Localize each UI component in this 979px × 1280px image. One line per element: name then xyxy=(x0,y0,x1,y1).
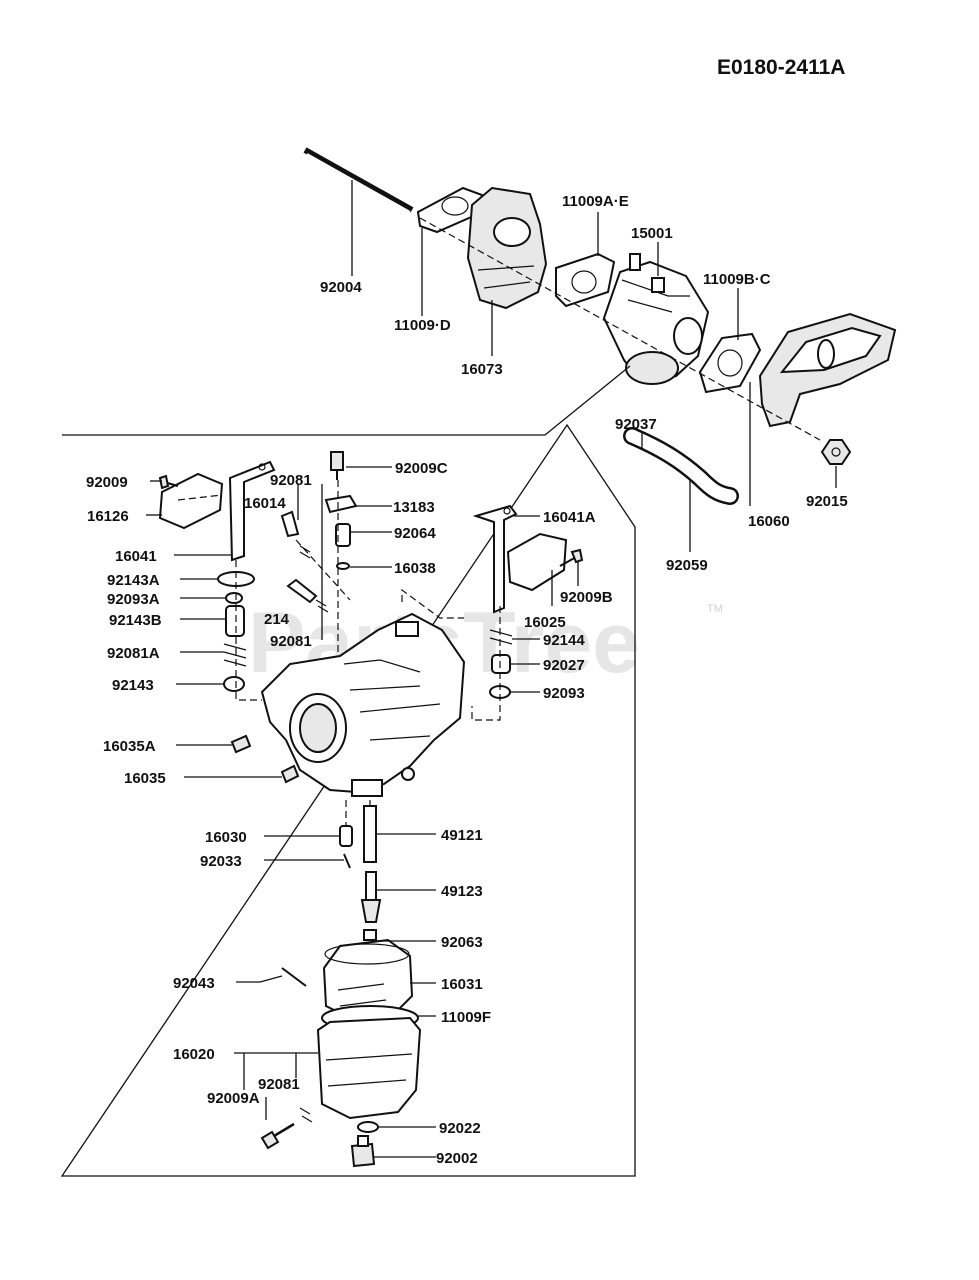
label-92063[interactable]: 92063 xyxy=(441,934,483,951)
breather-hose-92059[interactable] xyxy=(623,427,739,505)
screw-16014[interactable] xyxy=(280,510,300,538)
washer-92022[interactable] xyxy=(357,1121,379,1133)
label-92022[interactable]: 92022 xyxy=(439,1120,481,1137)
label-92002[interactable]: 92002 xyxy=(436,1150,478,1167)
collar-92064[interactable] xyxy=(335,523,351,547)
label-16035a[interactable]: 16035A xyxy=(103,738,156,755)
stud-92004[interactable] xyxy=(303,147,414,213)
label-214[interactable]: 214 xyxy=(264,611,290,628)
label-92143b[interactable]: 92143B xyxy=(109,612,162,629)
label-16038[interactable]: 16038 xyxy=(394,560,436,577)
label-92009a[interactable]: 92009A xyxy=(207,1090,260,1107)
collar-92027[interactable] xyxy=(491,654,511,674)
label-11009b-c[interactable]: 11009B·C xyxy=(703,271,771,288)
washer-16038[interactable] xyxy=(336,562,350,570)
screw-214[interactable] xyxy=(286,578,318,604)
label-16035[interactable]: 16035 xyxy=(124,770,166,787)
detail-frame xyxy=(60,365,636,1177)
gasket-11009b-c[interactable] xyxy=(698,332,762,394)
label-92009b[interactable]: 92009B xyxy=(560,589,613,606)
label-92081a[interactable]: 92081A xyxy=(107,645,160,662)
label-15001[interactable]: 15001 xyxy=(631,225,673,242)
label-16031[interactable]: 16031 xyxy=(441,976,483,993)
label-11009f[interactable]: 11009F xyxy=(441,1009,491,1026)
label-92027[interactable]: 92027 xyxy=(543,657,585,674)
label-13183[interactable]: 13183 xyxy=(393,499,435,516)
label-11009-d[interactable]: 11009·D xyxy=(394,317,451,334)
pin-92043[interactable] xyxy=(281,967,307,987)
label-92081-top[interactable]: 92081 xyxy=(270,472,312,489)
choke-shaft-16041[interactable] xyxy=(228,460,276,562)
needle-49123[interactable] xyxy=(360,871,382,923)
screw-16035a[interactable] xyxy=(230,734,252,754)
label-16041[interactable]: 16041 xyxy=(115,548,157,565)
air-cleaner-base-16060[interactable] xyxy=(758,312,897,428)
label-92059[interactable]: 92059 xyxy=(666,557,708,574)
lever-13183[interactable] xyxy=(324,494,358,514)
spring-92081-top[interactable] xyxy=(299,545,311,559)
screw-92009c[interactable] xyxy=(330,451,344,480)
label-16041a[interactable]: 16041A xyxy=(543,509,596,526)
float-bowl-16020[interactable] xyxy=(316,1016,422,1120)
label-16014[interactable]: 16014 xyxy=(244,495,286,512)
label-92081-bot[interactable]: 92081 xyxy=(258,1076,300,1093)
main-jet-16030[interactable] xyxy=(339,825,353,847)
carburetor-15001[interactable] xyxy=(602,253,710,385)
screw-92009a[interactable] xyxy=(260,1122,295,1150)
nozzle-49121[interactable] xyxy=(363,805,377,863)
throttle-plate-16025[interactable] xyxy=(506,532,568,592)
insulator-16073[interactable] xyxy=(466,186,548,310)
label-49123[interactable]: 49123 xyxy=(441,883,483,900)
leader-lines xyxy=(146,180,837,1158)
label-16025[interactable]: 16025 xyxy=(524,614,566,631)
nut-92015[interactable] xyxy=(820,439,852,465)
choke-plate-16126[interactable] xyxy=(158,472,224,530)
collar-92063[interactable] xyxy=(363,929,377,941)
screw-92009[interactable] xyxy=(158,474,179,490)
label-92093[interactable]: 92093 xyxy=(543,685,585,702)
label-92144[interactable]: 92144 xyxy=(543,632,585,649)
spring-92081-bot[interactable] xyxy=(299,1107,313,1123)
label-16060[interactable]: 16060 xyxy=(748,513,790,530)
gasket-11009a-e[interactable] xyxy=(555,252,616,308)
carburetor-body[interactable] xyxy=(260,612,466,797)
label-92081-mid[interactable]: 92081 xyxy=(270,633,312,650)
label-49121[interactable]: 49121 xyxy=(441,827,483,844)
screw-92009b[interactable] xyxy=(559,548,584,567)
label-92143a[interactable]: 92143A xyxy=(107,572,160,589)
spring-92144[interactable] xyxy=(489,629,513,645)
document-id: E0180-2411A xyxy=(717,56,845,79)
label-92143[interactable]: 92143 xyxy=(112,677,154,694)
spring-92081a[interactable] xyxy=(223,643,247,667)
label-92043[interactable]: 92043 xyxy=(173,975,215,992)
drain-bolt-92002[interactable] xyxy=(350,1135,376,1168)
label-16020[interactable]: 16020 xyxy=(173,1046,215,1063)
watermark-trademark: TM xyxy=(707,603,723,615)
label-92004[interactable]: 92004 xyxy=(320,279,362,296)
label-92093a[interactable]: 92093A xyxy=(107,591,160,608)
label-92009c[interactable]: 92009C xyxy=(395,460,448,477)
label-92015[interactable]: 92015 xyxy=(806,493,848,510)
collar-92093a[interactable] xyxy=(225,592,243,604)
jet-92033[interactable] xyxy=(343,853,351,869)
label-92064[interactable]: 92064 xyxy=(394,525,436,542)
collar-92143[interactable] xyxy=(223,676,245,692)
label-16126[interactable]: 16126 xyxy=(87,508,129,525)
spring-92081-mid[interactable] xyxy=(315,599,329,613)
part-labels: 92004 11009·D 16073 11009A·E 15001 11009… xyxy=(86,193,848,1167)
label-92037[interactable]: 92037 xyxy=(615,416,657,433)
label-16030[interactable]: 16030 xyxy=(205,829,247,846)
screw-16035[interactable] xyxy=(280,764,300,784)
label-92009[interactable]: 92009 xyxy=(86,474,128,491)
throttle-shaft-16041a[interactable] xyxy=(472,504,518,614)
collar-92143b[interactable] xyxy=(225,605,245,637)
label-16073[interactable]: 16073 xyxy=(461,361,503,378)
label-92033[interactable]: 92033 xyxy=(200,853,242,870)
label-11009a-e[interactable]: 11009A·E xyxy=(562,193,629,210)
